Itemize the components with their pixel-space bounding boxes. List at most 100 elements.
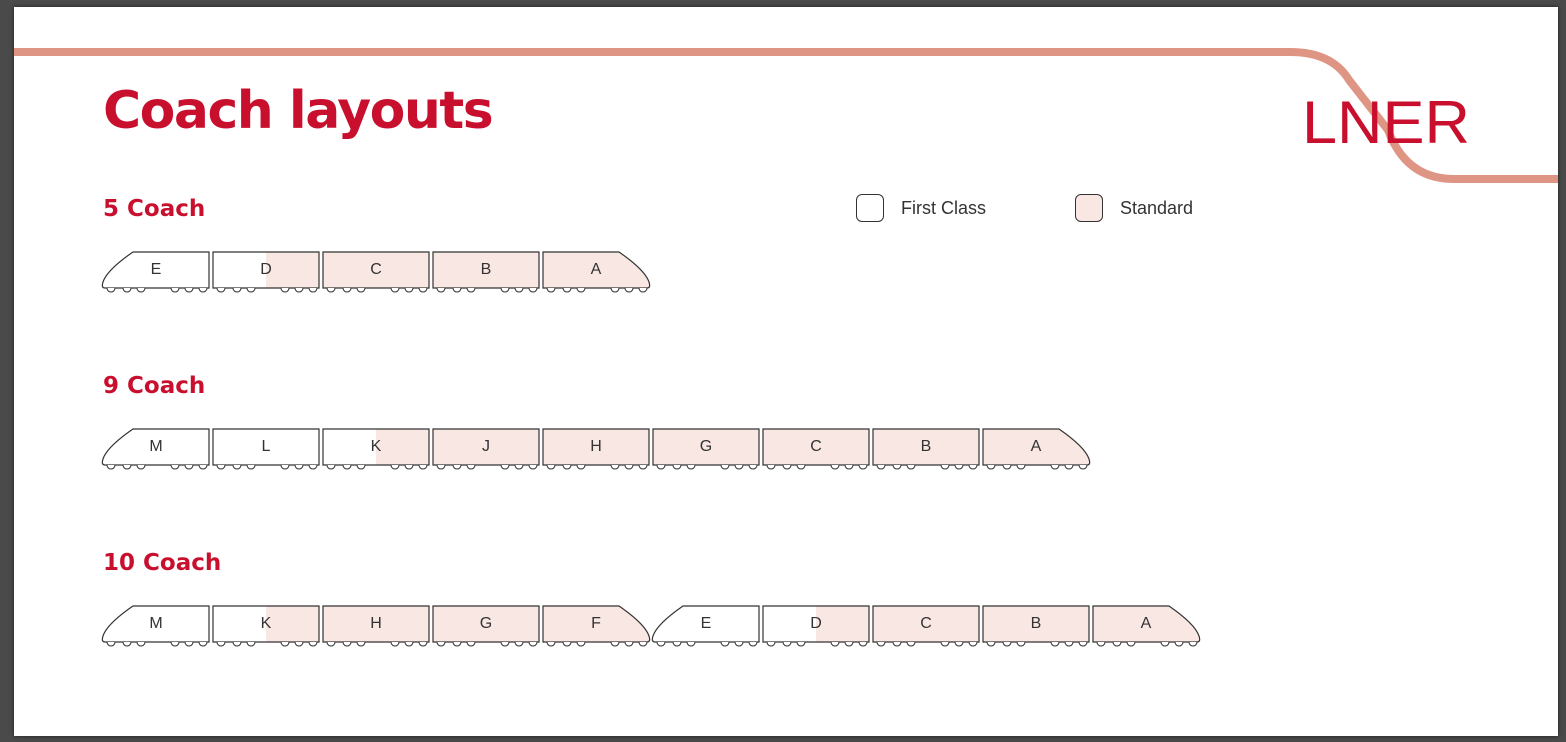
coach-outline: [872, 428, 980, 466]
coach-letter: C: [370, 261, 382, 278]
standard-seating-fill: [323, 252, 429, 288]
coach-wheels: [656, 464, 758, 470]
coach-outline: [542, 428, 650, 466]
coach-letter: J: [482, 438, 490, 455]
coach-h: H: [542, 428, 650, 470]
legend-first-class-label: First Class: [901, 198, 986, 218]
coach-b: B: [872, 428, 980, 470]
coach-wheels: [106, 464, 208, 470]
legend-standard-swatch: [1075, 194, 1103, 222]
coach-outline: [322, 251, 430, 289]
coach-outline: [432, 251, 540, 289]
coach-c: C: [872, 605, 980, 647]
coach-letter: B: [481, 261, 492, 278]
coach-wheels: [766, 464, 868, 470]
coach-outline: [651, 605, 760, 643]
coach-letter: A: [591, 261, 602, 278]
coach-c: C: [322, 251, 430, 293]
coach-b: B: [982, 605, 1090, 647]
standard-seating-fill: [266, 252, 319, 288]
coach-k: K: [212, 605, 320, 647]
coach-letter: B: [921, 438, 932, 455]
coach-k: K: [322, 428, 430, 470]
standard-seating-fill: [433, 429, 539, 465]
coach-m: M: [101, 428, 210, 470]
coach-letter: B: [1031, 615, 1042, 632]
standard-seating-fill: [543, 429, 649, 465]
coach-outline: [762, 428, 870, 466]
coach-wheels: [546, 287, 648, 293]
coach-d: D: [762, 605, 870, 647]
coach-wheels: [876, 641, 978, 647]
standard-seating-fill: [873, 606, 979, 642]
coach-letter: A: [1031, 438, 1042, 455]
logo-text: LNER: [1302, 91, 1470, 153]
standard-seating-fill: [323, 606, 429, 642]
standard-seating-fill: [983, 606, 1089, 642]
legend-standard-label: Standard: [1120, 198, 1194, 218]
section-title-10-coach: 10 Coach: [103, 550, 222, 576]
coach-wheels: [766, 641, 868, 647]
coach-f: F: [542, 605, 651, 647]
coach-outline: [762, 605, 870, 643]
coach-letter: K: [371, 438, 382, 455]
coach-letter: M: [149, 438, 162, 455]
standard-seating-fill: [433, 252, 539, 288]
standard-seating-fill: [653, 429, 759, 465]
coach-wheels: [106, 287, 208, 293]
coach-a: A: [1092, 605, 1201, 647]
coach-wheels: [106, 641, 208, 647]
coach-letter: A: [1141, 615, 1152, 632]
coach-e: E: [651, 605, 760, 647]
coach-wheels: [326, 287, 428, 293]
coach-letter: H: [370, 615, 382, 632]
coach-outline: [101, 428, 210, 466]
coach-g: G: [432, 605, 540, 647]
coach-wheels: [546, 641, 648, 647]
legend-first-class-swatch: [856, 194, 884, 222]
coach-outline: [872, 605, 980, 643]
top-stripe: [14, 48, 1558, 183]
coach-wheels: [656, 641, 758, 647]
coach-outline: [982, 428, 1091, 466]
coach-outline: [212, 605, 320, 643]
coach-letter: G: [480, 615, 492, 632]
coach-wheels: [876, 464, 978, 470]
coach-c: C: [762, 428, 870, 470]
coach-l: L: [212, 428, 320, 470]
coach-letter: E: [701, 615, 712, 632]
coach-g: G: [652, 428, 760, 470]
coach-outline: [432, 605, 540, 643]
coach-h: H: [322, 605, 430, 647]
coach-outline: [101, 605, 210, 643]
coach-outline: [432, 428, 540, 466]
coach-letter: E: [151, 261, 162, 278]
coach-outline: [101, 251, 210, 289]
coach-letter: F: [591, 615, 601, 632]
coach-outline: [212, 251, 320, 289]
decorative-stripe: [14, 48, 1558, 183]
coach-e: E: [101, 251, 210, 293]
coach-wheels: [216, 464, 318, 470]
coach-wheels: [546, 464, 648, 470]
coach-wheels: [986, 464, 1088, 470]
coach-m: M: [101, 605, 210, 647]
coach-letter: M: [149, 615, 162, 632]
coach-wheels: [1096, 641, 1198, 647]
coach-letter: G: [700, 438, 712, 455]
standard-seating-fill: [433, 606, 539, 642]
standard-seating-fill: [763, 429, 869, 465]
coach-wheels: [436, 287, 538, 293]
coach-letter: D: [810, 615, 822, 632]
section-title-5-coach: 5 Coach: [103, 196, 206, 222]
coach-outline: [1092, 605, 1201, 643]
coach-outline: [652, 428, 760, 466]
coach-wheels: [436, 464, 538, 470]
coach-letter: C: [920, 615, 932, 632]
coach-outline: [542, 605, 651, 643]
standard-seating-fill: [873, 429, 979, 465]
lner-logo: LNER: [1302, 91, 1470, 153]
coach-outline: [982, 605, 1090, 643]
